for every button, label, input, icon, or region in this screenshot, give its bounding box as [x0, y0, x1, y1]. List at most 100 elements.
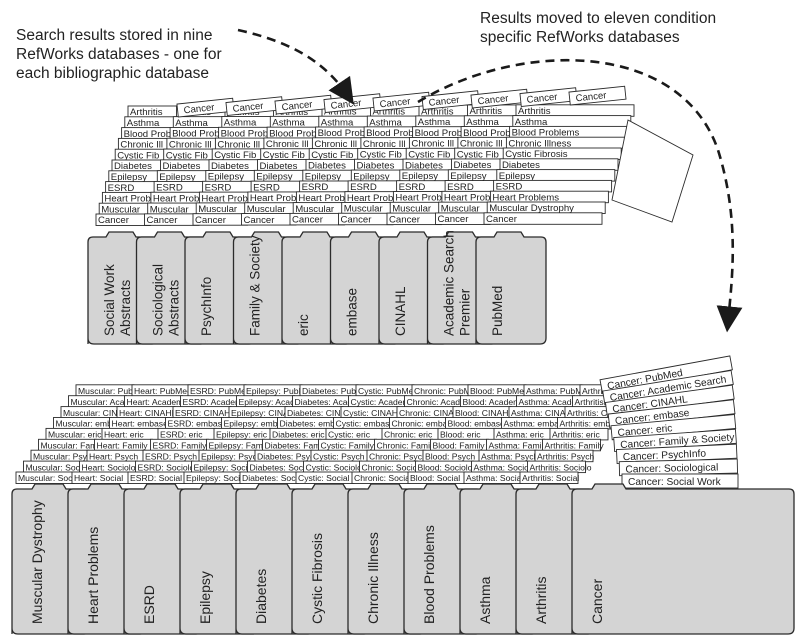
bottom-folder-label: Chronic Illness: [365, 532, 381, 624]
bottom-folder-label: Muscular Dystrophy: [29, 500, 45, 624]
top-card-label: Cancer: [244, 215, 276, 226]
bottom-card-label: Chronic: eric: [384, 430, 433, 440]
top-card-label: Heart Prob: [395, 193, 441, 204]
top-folder-label: Academic Search: [442, 230, 457, 336]
bottom-card-label: Diabetes: Social: [242, 473, 304, 483]
top-card-label: Arthritis: [470, 106, 503, 117]
bottom-card-label: Asthma: Sociolo: [474, 462, 536, 472]
bottom-card-label: Diabetes: PubMed: [302, 386, 373, 396]
top-card-row: Muscular Muscular Muscular Muscular Muscular…: [98, 201, 606, 215]
bottom-card-label: ESRD: eric: [160, 430, 203, 440]
top-card-label: Arthritis: [518, 106, 551, 117]
top-cancer-label: Cancer: [232, 101, 265, 115]
annotation-left-line-2: RefWorks databases - one for: [16, 46, 222, 63]
bottom-folder: Cancer: [571, 483, 795, 635]
top-card-label: Diabetes: [502, 160, 540, 171]
bottom-card-label: Asthma: eric: [496, 430, 544, 440]
bottom-card-label: Arthritis: Sociolo: [530, 462, 592, 472]
bottom-card-label: Cystic: Sociolo: [306, 462, 363, 472]
top-card-label: Asthma: [466, 117, 499, 128]
top-card-label: Muscular: [101, 204, 141, 215]
top-card-label: Cancer: [486, 214, 518, 225]
top-card-label: Diabetes: [211, 161, 249, 172]
top-card-label: Cancer: [341, 214, 373, 225]
top-card-label: Chronic Ill: [460, 139, 503, 150]
bottom-card-label: ESRD: embase: [168, 419, 227, 429]
bottom-card-label: Asthma: Academic: [519, 397, 591, 407]
top-card-label: ESRD: [350, 182, 377, 193]
bottom-card-label: Epilepsy: Psych: [201, 451, 262, 461]
bottom-card-label: Epilepsy: Social: [186, 473, 247, 483]
bottom-card-label: ESRD: Family: [153, 441, 208, 451]
bottom-card-label: Asthma: Psych: [481, 451, 539, 461]
top-card-label: Asthma: [272, 118, 305, 129]
annotation-right-line-2: specific RefWorks databases: [480, 29, 680, 46]
bottom-folder-label: Diabetes: [253, 569, 269, 624]
top-folder-label: Social Work: [102, 264, 117, 336]
annotation-right-line-1: Results moved to eleven condition: [480, 10, 716, 27]
bottom-card-label: Epilepsy: eric: [216, 430, 268, 440]
bottom-folder-label: Heart Problems: [85, 527, 101, 624]
bottom-card-label: Chronic: Social: [354, 473, 412, 483]
top-card-label: Muscular: [344, 204, 384, 215]
top-card-label: Epilepsy: [402, 171, 438, 182]
top-cancer-card: Cancer: [470, 88, 529, 109]
top-card-label: Cancer: [98, 215, 130, 226]
top-card-label: Heart Prob: [250, 193, 296, 204]
top-cancer-card: Cancer: [519, 87, 578, 107]
bottom-cancer-label: Cancer: PsychInfo: [623, 449, 707, 464]
bottom-card-label: Blood: Sociolo: [418, 462, 473, 472]
top-card-label: Muscular: [247, 204, 287, 215]
bottom-card-label: Heart: Family: [97, 441, 149, 451]
bottom-card-label: Blood: Social: [410, 473, 460, 483]
top-card-label: Chronic Ill: [266, 139, 309, 150]
bottom-cancer-label: Cancer: Sociological: [625, 462, 718, 475]
top-card-label: ESRD: [496, 182, 523, 193]
bottom-card-label: Blood: CINAHL: [455, 408, 513, 418]
top-card-label: Chronic Ill: [411, 139, 454, 150]
bottom-card-label: Blood: Academic: [463, 397, 528, 407]
top-card-label: Asthma: [515, 117, 548, 128]
top-card-label: Muscular Dystrophy: [489, 203, 574, 214]
top-card-label: Muscular: [392, 204, 432, 215]
top-card-label: Diabetes: [114, 161, 152, 172]
top-card-label: Chronic Ill: [169, 139, 212, 150]
top-card-label: Cancer: [292, 215, 324, 226]
top-card-label: Cystic Fib: [311, 150, 353, 161]
bottom-card-label: Epilepsy: CINAHL: [231, 408, 300, 418]
top-folder-label: Premier: [458, 288, 473, 336]
top-card-label: Epilepsy: [450, 171, 486, 182]
bottom-card-label: Cystic: Family: [321, 441, 375, 451]
top-card-label: Cystic Fib: [408, 150, 450, 161]
bottom-card-label: Blood: embase: [448, 419, 506, 429]
bottom-card-label: Heart: embase: [112, 419, 169, 429]
top-card-label: Chronic Ill: [363, 139, 406, 150]
bottom-card-label: Chronic: Family: [377, 441, 437, 451]
bottom-card-label: Epilepsy: embase: [224, 419, 292, 429]
bottom-card-label: Muscular: CINAHL: [63, 408, 134, 418]
bottom-card-label: Muscular: Family: [41, 441, 107, 451]
top-card-label: Epilepsy: [256, 172, 292, 183]
top-card-label: ESRD: [156, 183, 183, 194]
top-card-label: Epilepsy: [499, 171, 535, 182]
top-card-label: Cystic Fib: [166, 150, 208, 161]
top-card-label: Asthma: [369, 117, 402, 128]
top-card-label: Diabetes: [454, 160, 492, 171]
top-cancer-label: Cancer: [428, 95, 461, 109]
top-card-label: Muscular: [198, 204, 238, 215]
top-folder: PubMed: [475, 231, 547, 345]
bottom-folder-label: Arthritis: [533, 577, 549, 624]
top-card-label: Blood Problems: [512, 128, 580, 139]
bottom-card-label: Heart: Academic: [127, 397, 191, 407]
bottom-card-label: Cystic: Psych: [313, 451, 365, 461]
top-folder-label: Abstracts: [167, 279, 182, 336]
bottom-folder-label: ESRD: [141, 585, 157, 624]
bottom-card-label: Diabetes: Sociolo: [250, 462, 317, 472]
